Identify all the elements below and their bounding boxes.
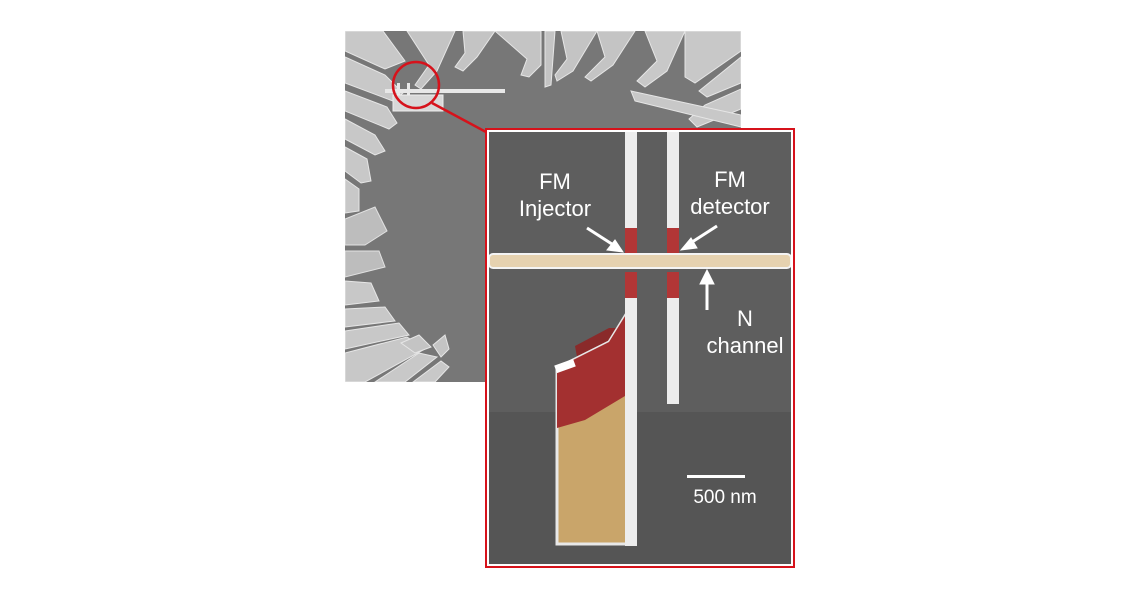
fm-detector-label-line2: detector: [690, 194, 770, 219]
n-channel-label-line2: channel: [706, 333, 784, 358]
fm-injector-label-line2: Injector: [518, 196, 592, 221]
sem-zoom-image: [489, 132, 791, 564]
fm-injector-label: FM Injector: [508, 168, 602, 222]
n-channel-label: N channel: [703, 305, 787, 359]
fm-injector-label-line1: FM: [539, 169, 571, 194]
sem-zoom-frame: [485, 128, 795, 568]
fm-detector-label-line1: FM: [714, 167, 746, 192]
n-channel-label-line1: N: [737, 306, 753, 331]
fm-detector-label: FM detector: [671, 166, 789, 220]
scale-bar-label: 500 nm: [693, 487, 757, 508]
